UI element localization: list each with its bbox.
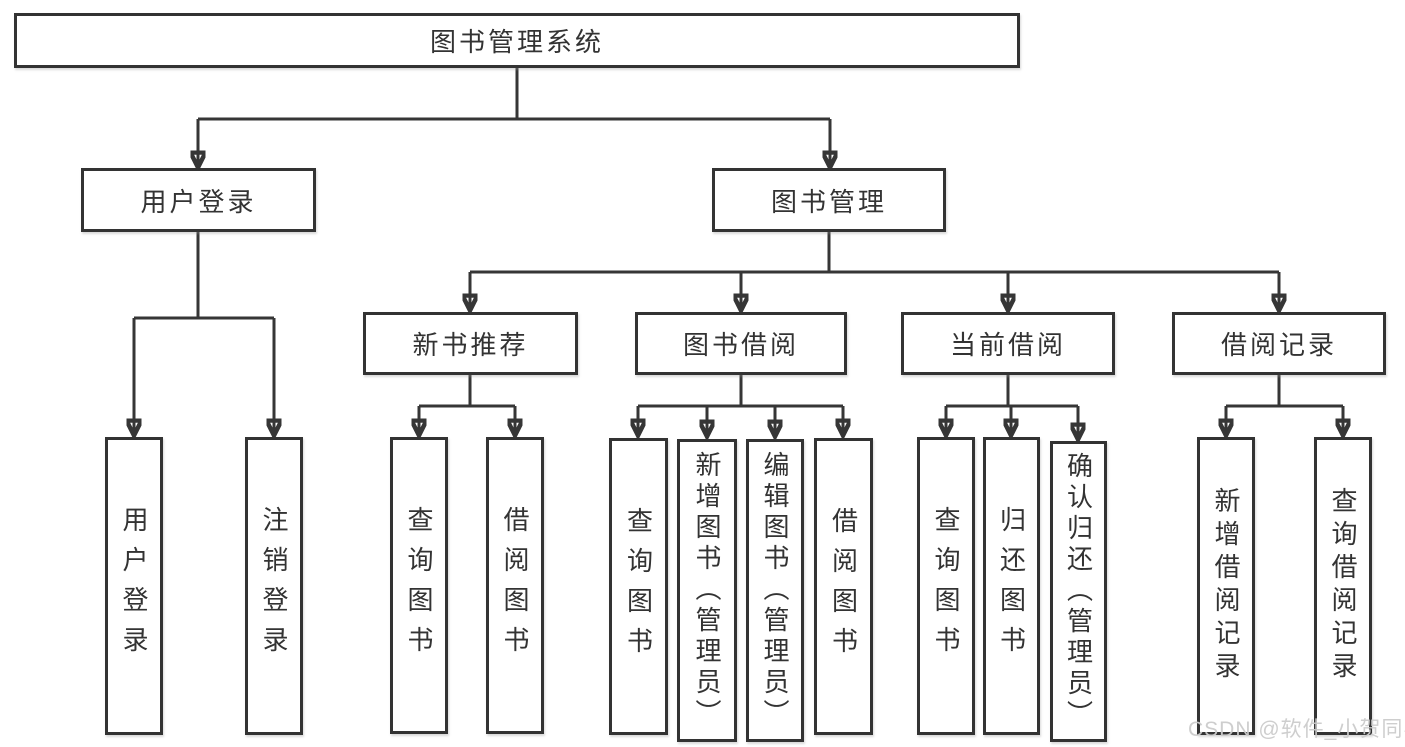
leaf-logout: 注销登录 <box>245 437 303 735</box>
leaf-borrow-books-2: 借阅图书 <box>814 438 873 735</box>
leaf-borrow-books-1: 借阅图书 <box>486 437 544 734</box>
node-user-login: 用户登录 <box>81 168 316 232</box>
leaf-add-book-admin: 新增图书（管理员） <box>677 439 737 742</box>
node-current-borrow: 当前借阅 <box>901 312 1115 375</box>
leaf-user-login: 用户登录 <box>105 437 163 735</box>
leaf-confirm-return-admin: 确认归还（管理员） <box>1050 441 1107 742</box>
node-book-borrow: 图书借阅 <box>635 312 847 375</box>
leaf-return-book: 归还图书 <box>983 437 1040 735</box>
leaf-query-books-1: 查询图书 <box>390 437 448 734</box>
node-book-management: 图书管理 <box>712 168 946 232</box>
leaf-add-borrow-record: 新增借阅记录 <box>1197 437 1255 735</box>
watermark: CSDN @软件_小贺同学 <box>1188 718 1405 741</box>
node-root: 图书管理系统 <box>14 13 1020 68</box>
leaf-edit-book-admin: 编辑图书（管理员） <box>746 439 804 742</box>
leaf-query-books-3: 查询图书 <box>917 437 975 735</box>
node-borrow-record: 借阅记录 <box>1172 312 1386 375</box>
node-new-book-recommend: 新书推荐 <box>363 312 578 375</box>
leaf-query-books-2: 查询图书 <box>609 438 668 735</box>
leaf-query-borrow-record: 查询借阅记录 <box>1314 437 1372 735</box>
